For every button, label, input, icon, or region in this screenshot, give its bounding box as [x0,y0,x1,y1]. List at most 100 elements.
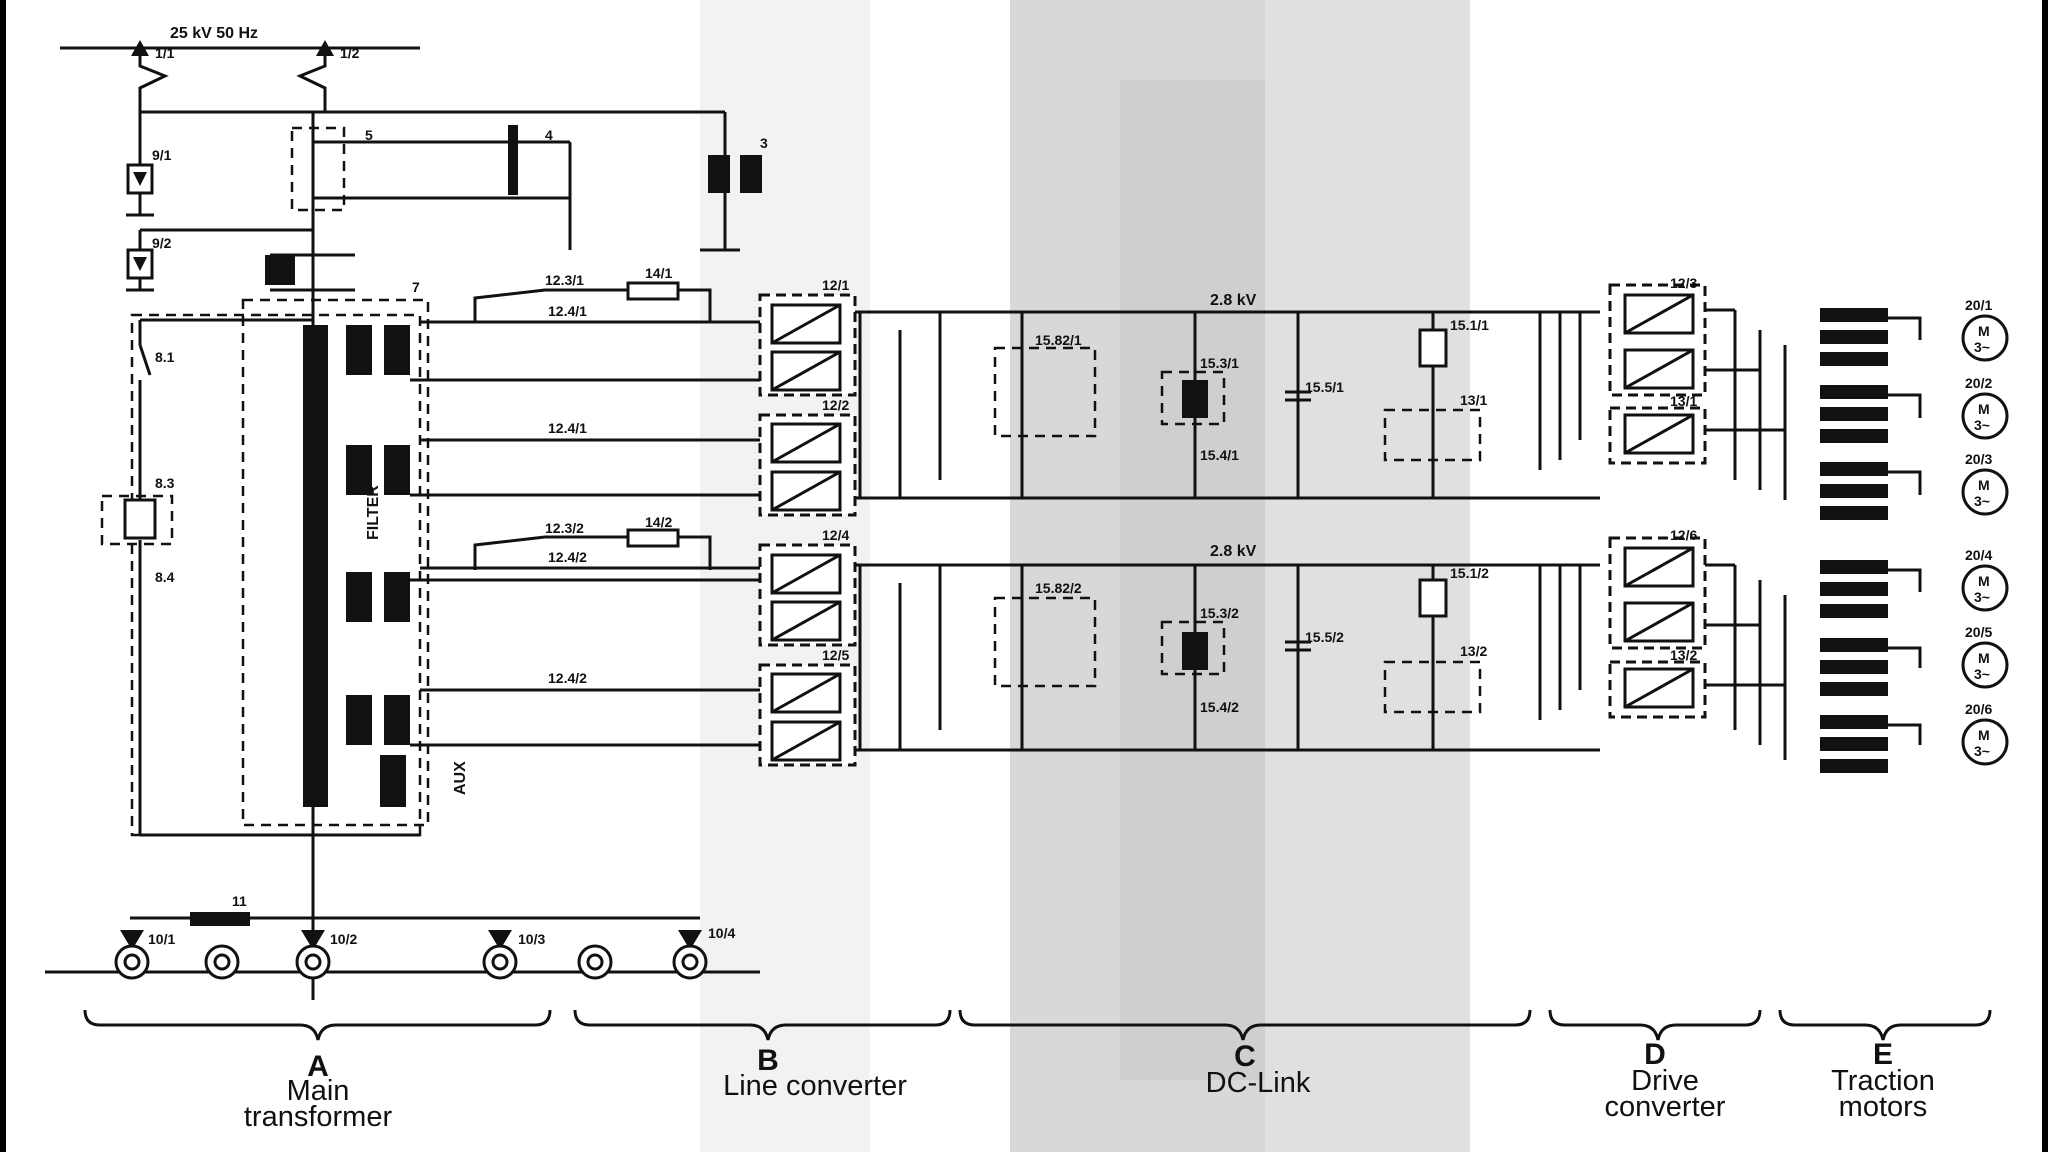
pantograph-left [138,56,169,95]
breaker-81-label: 8.1 [155,349,175,365]
pantograph-arrow-left [131,40,149,56]
dc-voltage-bottom: 2.8 kV [1210,543,1257,560]
section-e-name-1: Traction [1831,1065,1935,1097]
line-converter-4-label: 12/4 [822,527,849,543]
dc-voltage-top: 2.8 kV [1210,292,1257,309]
resistor-83-label: 8.3 [155,475,175,491]
precharge-resistor-1 [626,281,680,301]
brace-b [573,1009,952,1041]
motor-1-symbol: M [1978,323,1990,339]
section-e-letter: E [1873,1038,1893,1071]
line-converter-5-label: 12/5 [822,647,849,663]
aux-label: AUX [452,761,469,795]
contactor-c6-label: 12.4/2 [548,670,587,686]
motor-5-phase: 3~ [1974,666,1990,682]
breaker-84-label: 8.4 [155,569,175,585]
section-d-name-1: Drive [1631,1065,1699,1097]
motor-4-phase: 3~ [1974,589,1990,605]
dc-resistor-bottom [1418,578,1448,618]
dc-cap2-top-label: 15.5/1 [1305,379,1344,395]
transformer-enclosure [130,313,422,837]
section-b-name-1: Line converter [723,1070,907,1102]
earth-resistor [190,912,250,926]
filter-label: FILTER [365,485,382,540]
dc-cap-bottom-label: 15.3/2 [1200,605,1239,621]
motor-4-tag: 20/4 [1965,547,1992,563]
section-c-letter: C [1234,1040,1256,1073]
section-b-letter: B [757,1044,779,1077]
return-2-label: 10/2 [330,931,357,947]
aux-winding [380,755,406,807]
drive-converter-1-label: 12/3 [1670,275,1697,291]
dc-res-top-label: 15.1/1 [1450,317,1489,333]
brace-e [1778,1009,1992,1041]
earthing-switch-label: 4 [545,127,553,143]
section-d-letter: D [1644,1038,1666,1071]
resistor-r1-label: 14/1 [645,265,672,281]
brace-d [1548,1009,1762,1041]
pantograph-left-label: 1/1 [155,45,175,61]
wheels [114,944,708,980]
dc-res-bottom-label: 15.1/2 [1450,565,1489,581]
motor-5-symbol: M [1978,650,1990,666]
pantograph-right-label: 1/2 [340,45,360,61]
motor-4-symbol: M [1978,573,1990,589]
motor-2-symbol: M [1978,401,1990,417]
wiring [45,46,1922,1000]
filter-reactor [265,255,295,285]
line-converter-1-label: 12/1 [822,277,849,293]
transformer-windings [346,325,410,807]
filter-enclosure [241,298,430,827]
dc-chopper-top-label: 13/1 [1460,392,1487,408]
voltage-transformer-label: 3 [760,135,768,151]
motor-6-tag: 20/6 [1965,701,1992,717]
transformer-core [303,325,328,807]
dashed-enclosures [100,126,1482,837]
dc-resistor-top [1418,328,1448,368]
drive-converter-4-label: 13/2 [1670,647,1697,663]
return-3-label: 10/3 [518,931,545,947]
motor-circles [1961,314,2009,766]
motor-6-phase: 3~ [1974,743,1990,759]
contactor-c4-label: 12.3/2 [545,520,584,536]
line-converter-blocks [758,293,857,767]
voltage-transformer [708,155,730,193]
return-1-label: 10/1 [148,931,175,947]
supply-label: 25 kV 50 Hz [170,25,258,42]
dc-cap-top [1182,380,1208,418]
contactor-c3-label: 12.4/1 [548,420,587,436]
shade-band-4 [1265,0,1470,1152]
dc-cap-bottom [1182,632,1208,670]
motor-6-symbol: M [1978,727,1990,743]
motor-5-tag: 20/5 [1965,624,1992,640]
dc-cap-top-label: 15.3/1 [1200,355,1239,371]
contactor-c1-label: 12.3/1 [545,272,584,288]
return-arrows [120,930,702,950]
motor-3-symbol: M [1978,477,1990,493]
drive-converter-2-label: 13/1 [1670,393,1697,409]
motor-2-tag: 20/2 [1965,375,1992,391]
motor-labels: 20/1 M 3~ 20/2 M 3~ 20/3 M 3~ 20/4 M 3~ … [1965,297,1992,759]
transformer-tag-label: 7 [412,279,420,295]
pantograph-arrow-right [316,40,334,56]
motor-3-phase: 3~ [1974,493,1990,509]
return-4-label: 10/4 [708,925,735,941]
dc-capsw-bottom-label: 15.4/2 [1200,699,1239,715]
line-converter-2-label: 12/2 [822,397,849,413]
section-braces [83,1009,1992,1041]
pantograph-right [296,56,327,95]
dc-choke-bottom-label: 15.82/2 [1035,580,1082,596]
drive-converter-blocks [1608,283,1707,719]
dc-chopper-bottom-label: 13/2 [1460,643,1487,659]
motor-3-tag: 20/3 [1965,451,1992,467]
earthing-switch [508,125,518,195]
resistor-8-3 [123,498,157,540]
section-e-name-2: motors [1839,1091,1928,1123]
section-a-name-1: Main [287,1075,350,1107]
dc-cap2-bottom-label: 15.5/2 [1305,629,1344,645]
motor-feeder-bars [1820,308,1888,773]
motor-1-tag: 20/1 [1965,297,1992,313]
section-a-name-2: transformer [244,1101,393,1133]
motor-2-phase: 3~ [1974,417,1990,433]
